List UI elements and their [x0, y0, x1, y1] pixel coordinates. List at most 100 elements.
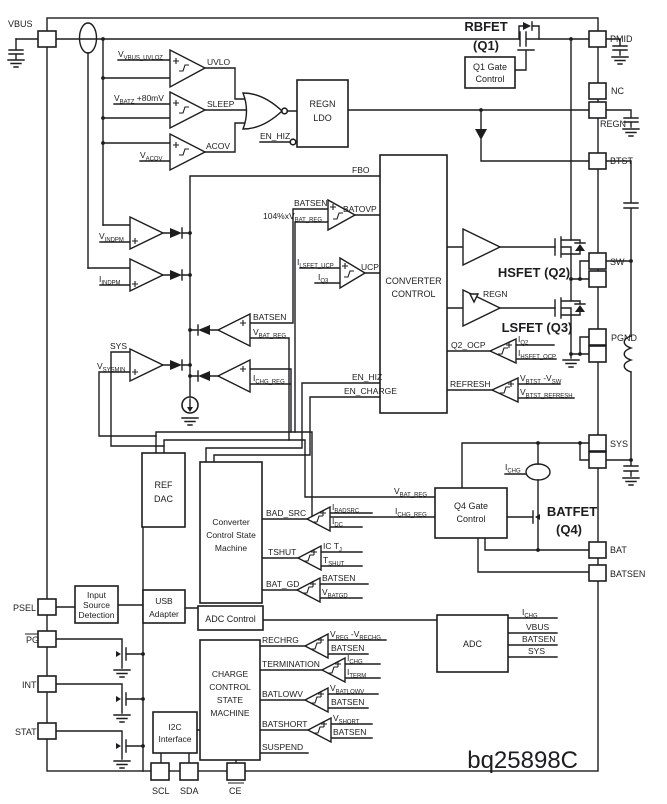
label-refresh: REFRESH: [450, 379, 491, 389]
regn-supply-arrow-icon: [468, 293, 480, 304]
input-current-sense: [78, 22, 98, 54]
ref-dac-label-2: DAC: [154, 494, 174, 504]
label-uvlo: UVLO: [207, 57, 231, 67]
label-vbatz: VBATZ +80mV: [114, 93, 164, 106]
label-fbo: FBO: [352, 165, 370, 175]
pin-sw-1: [588, 252, 607, 270]
pin-label-psel: PSEL: [13, 603, 36, 613]
label-ibadsrc: IBADSRC: [332, 502, 360, 515]
label-termination: TERMINATION: [262, 659, 320, 669]
label-ichg-sense: ICHG: [505, 462, 521, 475]
label-en-hiz: EN_HIZ: [352, 372, 382, 382]
label-sys-amp: SYS: [110, 341, 127, 351]
label-hsfet: HSFET (Q2): [498, 265, 570, 280]
pin-label-ce: CE: [229, 786, 242, 796]
pin-bat: [588, 541, 607, 559]
label-ucp-plus: ILSFET_UCP: [297, 257, 334, 270]
charge-current-sense: [525, 463, 551, 481]
batovp-comparator: [327, 198, 357, 232]
wires: [7, 21, 640, 784]
label-suspend: SUSPEND: [262, 742, 303, 752]
isd-label-2: Source: [83, 600, 110, 610]
part-number: bq25898C: [467, 747, 578, 774]
label-ucp: UCP: [361, 262, 379, 272]
label-lsfet: LSFET (Q3): [502, 320, 573, 335]
adc-control-label: ADC Control: [205, 614, 256, 624]
usb-adapter-block: USB Adapter: [142, 589, 186, 624]
batshort-comparator: [306, 716, 332, 744]
label-vacov: VACOV: [140, 150, 163, 163]
label-ucp-minus: IQ3: [318, 272, 329, 285]
usb-label-1: USB: [155, 596, 173, 606]
label-regn-driver: REGN: [483, 289, 508, 299]
label-vshort: VSHORT: [333, 713, 360, 726]
pin-label-pmid: PMID: [610, 34, 633, 44]
pin-pgnd-2: [588, 345, 607, 363]
nor-gate: [241, 92, 284, 130]
charge-sm-label-2: CONTROL: [209, 682, 251, 692]
label-bat-gd: BAT_GD: [266, 579, 299, 589]
q4gc-label-2: Control: [456, 514, 485, 524]
adc-control-block: ADC Control: [197, 605, 264, 631]
pin-label-scl: SCL: [152, 786, 170, 796]
pin-ce: [226, 762, 246, 781]
q1gc-label-2: Control: [475, 74, 504, 84]
label-batsen-gd: BATSEN: [322, 573, 355, 583]
q4gc-label-1: Q4 Gate: [454, 501, 488, 511]
label-q2-ocp: Q2_OCP: [451, 340, 486, 350]
pin-label-btst: BTST: [610, 156, 634, 166]
label-rechrg: RECHRG: [262, 635, 299, 645]
label-vindpm: VINDPM: [99, 231, 124, 244]
adc-label: ADC: [463, 639, 483, 649]
label-vreg-vrechg: VREG -VRECHG: [330, 629, 381, 642]
cc-label-1: CONVERTER: [385, 276, 442, 286]
acov-comparator: [169, 132, 207, 172]
fet-labels: RBFET (Q1) HSFET (Q2) LSFET (Q3) BATFET …: [464, 19, 597, 537]
label-vbatgd: VBATGD: [322, 587, 348, 600]
bat-gd-comparator: [295, 576, 321, 604]
label-batlowv: BATLOWV: [262, 689, 303, 699]
label-vbatlowv: VBATLOWV: [330, 683, 364, 696]
label-batovp: BATOVP: [343, 204, 377, 214]
pin-batsen: [588, 564, 607, 582]
q4-gate-control-block: Q4 Gate Control: [434, 487, 508, 539]
label-batsen-lowv: BATSEN: [331, 697, 364, 707]
label-vbtst-vsw: VBTST -VSW: [520, 373, 562, 386]
label-batovp-minus: 104%xVBAT_REG: [263, 211, 322, 224]
cc-label-2: CONTROL: [391, 289, 435, 299]
label-iterm: ITERM: [347, 667, 366, 680]
refresh-comparator: [490, 376, 519, 404]
pin-label-batsen: BATSEN: [610, 569, 645, 579]
label-vbtst-refresh: VBTST_REFRESH: [520, 387, 573, 400]
label-batsen-short: BATSEN: [333, 727, 366, 737]
regn-ldo-block: REGN LDO: [280, 79, 349, 148]
q2-ocp-comparator: [488, 337, 517, 365]
charge-sm-label-3: STATE: [217, 695, 243, 705]
pin-label-stat: STAT: [15, 727, 37, 737]
pin-psel: [37, 598, 57, 616]
pin-label-pgnd: PGND: [611, 333, 638, 343]
rbfet-mosfet: [519, 31, 527, 47]
hsfet-driver: [462, 227, 502, 267]
label-vbatreg-amp: VBAT_REG: [253, 327, 286, 340]
pin-regn: [588, 101, 607, 119]
label-ichgreg-amp: ICHG_REG: [253, 373, 285, 386]
pin-label-sys: SYS: [610, 439, 628, 449]
pin-stat: [37, 722, 57, 740]
ccsm-label-1: Converter: [212, 517, 249, 527]
label-vbatreg-q4: VBAT_REG: [394, 486, 427, 499]
label-en-hiz-ldo: EN_HIZ: [260, 131, 290, 141]
q1-gate-control-block: Q1 Gate Control: [464, 56, 516, 89]
charge-sm-label-4: MACHINE: [210, 708, 250, 718]
uvlo-comparator: [169, 48, 207, 89]
pin-sda: [179, 762, 199, 781]
termination-comparator: [320, 656, 346, 684]
label-batsen-amp: BATSEN: [253, 312, 286, 322]
label-batfet: BATFET: [547, 504, 597, 519]
pin-label-sw: SW: [610, 257, 625, 267]
i2c-label-2: Interface: [158, 734, 191, 744]
pin-boxes: [37, 30, 607, 781]
label-batshort: BATSHORT: [262, 719, 308, 729]
pin-pgnd-1: [588, 328, 607, 346]
label-tshut: TSHUT: [268, 547, 296, 557]
